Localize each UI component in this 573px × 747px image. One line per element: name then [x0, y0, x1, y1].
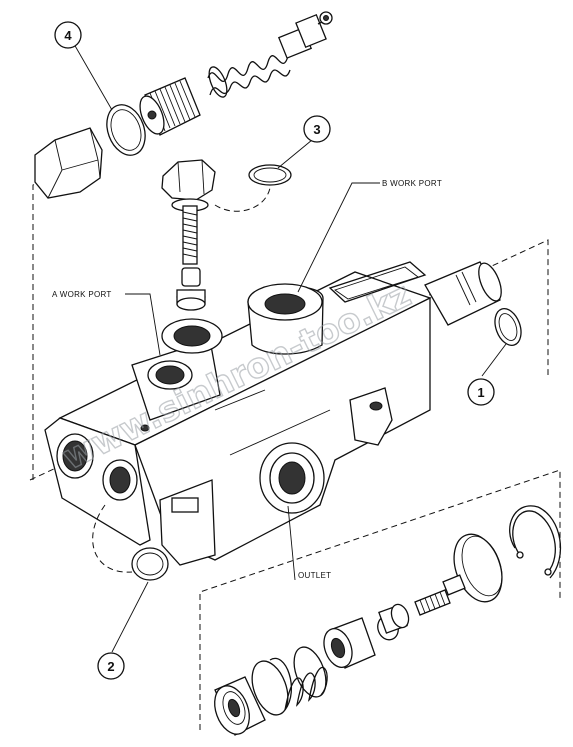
lower-check-assembly [214, 505, 562, 736]
o-ring-2 [131, 547, 169, 581]
callout-3-number: 3 [313, 122, 320, 137]
a-work-port-label: A WORK PORT [52, 290, 112, 299]
o-ring-4 [106, 104, 146, 156]
relief-valve-top-assembly [34, 11, 333, 199]
callout-3: 3 [303, 115, 331, 143]
outlet-boss [259, 442, 325, 514]
callout-1-number: 1 [477, 385, 484, 400]
leader-lines [73, 43, 507, 653]
b-work-port-label: B WORK PORT [382, 179, 442, 188]
check-plug-assembly [161, 159, 216, 311]
callout-2-number: 2 [107, 659, 114, 674]
outlet-label: OUTLET [298, 571, 331, 580]
callout-2: 2 [97, 652, 125, 680]
threaded-pin [414, 574, 466, 616]
o-ring-3 [248, 164, 292, 186]
hex-cap [34, 127, 103, 199]
threaded-adjuster [139, 77, 201, 136]
a-work-port-boss [131, 339, 221, 421]
callout-1: 1 [467, 378, 495, 406]
callout-4-number: 4 [64, 28, 72, 43]
poppet-pin [277, 11, 333, 59]
o-ring-1 [494, 308, 522, 346]
callout-4: 4 [54, 21, 82, 49]
valve-body [44, 261, 502, 566]
retaining-ring [512, 510, 556, 573]
check-spring [251, 646, 328, 716]
relief-spring [207, 55, 291, 98]
end-cap [214, 676, 266, 736]
b-work-port-boss [247, 283, 324, 355]
